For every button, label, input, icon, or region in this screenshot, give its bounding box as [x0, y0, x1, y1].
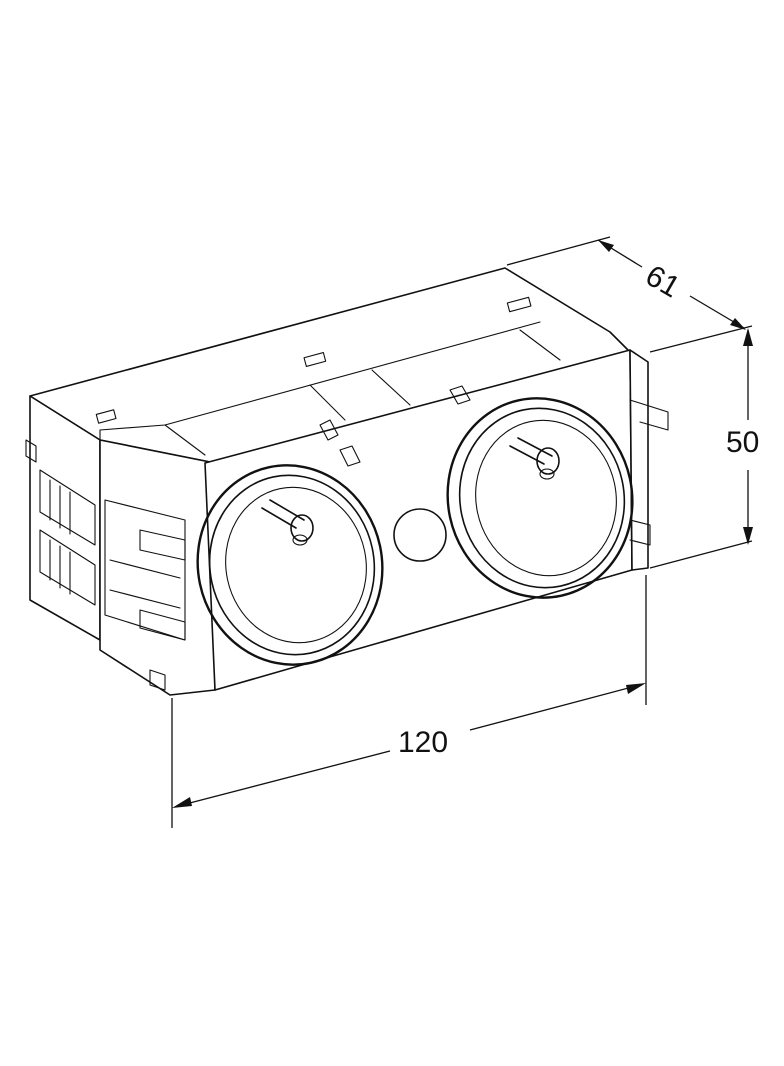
- dimension-height: 50: [649, 328, 759, 569]
- centre-hole: [393, 508, 447, 562]
- socket-left: [196, 464, 384, 666]
- dimension-height-label: 50: [726, 426, 759, 459]
- socket-right: [446, 397, 634, 599]
- dimension-width-label: 120: [398, 726, 448, 759]
- dimension-depth-label: 61: [640, 259, 685, 304]
- dimension-width: 120: [171, 575, 647, 828]
- housing-body: [25, 267, 669, 696]
